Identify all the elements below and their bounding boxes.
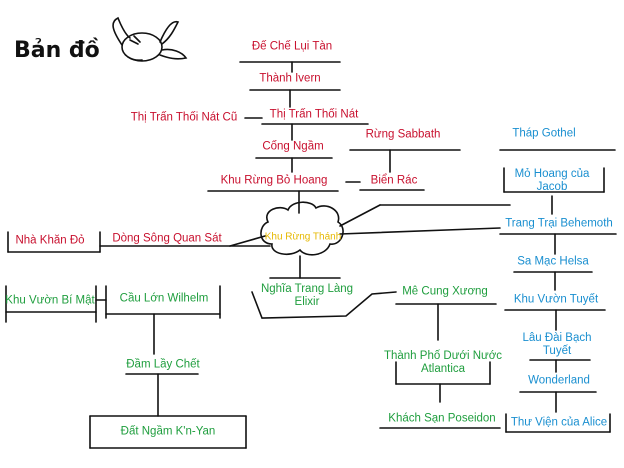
node-khu-rung-bo-hoang[interactable]: Khu Rừng Bỏ Hoang: [220, 174, 328, 187]
node-thanh-ivern[interactable]: Thành Ivern: [259, 72, 321, 85]
node-de-che-lui-tan[interactable]: Đế Chế Lụi Tàn: [251, 40, 333, 53]
node-cau-lon-wilhelm[interactable]: Cầu Lớn Wilhelm: [119, 292, 209, 305]
node-rung-sabbath[interactable]: Rừng Sabbath: [365, 128, 441, 141]
node-wonderland[interactable]: Wonderland: [528, 374, 590, 387]
map-title: Bản đồ: [14, 38, 100, 63]
node-dong-song-quan-sat[interactable]: Dòng Sông Quan Sát: [112, 232, 222, 245]
node-khach-san-poseidon[interactable]: Khách Sạn Poseidon: [388, 412, 496, 425]
winged-ghost-icon: [112, 16, 188, 62]
node-trang-trai-behemoth[interactable]: Trang Trại Behemoth: [505, 217, 613, 230]
node-me-cung-xuong[interactable]: Mê Cung Xương: [402, 285, 488, 298]
node-khu-vuon-bi-mat[interactable]: Khu Vườn Bí Mật: [5, 294, 95, 307]
node-dam-lay-chet[interactable]: Đầm Lầy Chết: [126, 358, 200, 371]
node-nha-khan-do[interactable]: Nhà Khăn Đỏ: [15, 234, 85, 247]
node-bien-rac[interactable]: Biển Rác: [370, 174, 418, 187]
node-khu-rung-thanh[interactable]: Khu Rừng Thánh: [264, 231, 342, 243]
node-lau-dai-bach-tuyet[interactable]: Lâu Đài Bạch Tuyết: [522, 332, 592, 357]
node-dat-ngam-kn-yan[interactable]: Đất Ngầm K'n-Yan: [120, 425, 216, 438]
node-cong-ngam[interactable]: Cống Ngầm: [262, 140, 324, 153]
node-mo-hoang-cua-jacob[interactable]: Mỏ Hoang của Jacob: [514, 168, 590, 193]
node-thu-vien-cua-alice[interactable]: Thư Viện của Alice: [510, 416, 608, 429]
node-nghia-trang-lang-elixir[interactable]: Nghĩa Trang Làng Elixir: [260, 283, 354, 308]
node-sa-mac-helsa[interactable]: Sa Mạc Helsa: [517, 255, 589, 268]
cloud-icon: [260, 201, 344, 256]
node-thanh-pho-duoi-nuoc-atlantica[interactable]: Thành Phố Dưới Nước Atlantica: [383, 350, 503, 375]
node-thi-tran-thoi-nat[interactable]: Thị Trấn Thối Nát: [269, 108, 359, 121]
node-thap-gothel[interactable]: Tháp Gothel: [512, 127, 576, 140]
node-thi-tran-thoi-nat-cu[interactable]: Thị Trấn Thối Nát Cũ: [130, 111, 238, 124]
node-khu-vuon-tuyet[interactable]: Khu Vườn Tuyết: [513, 293, 599, 306]
